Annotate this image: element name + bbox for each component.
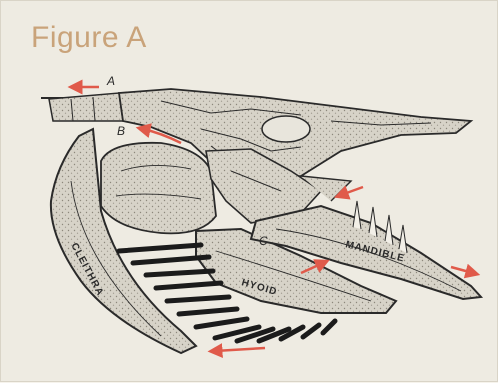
arrow-mandible bbox=[451, 267, 473, 273]
label-a: A bbox=[106, 74, 115, 88]
vertebral-column bbox=[41, 93, 131, 121]
operculum bbox=[101, 143, 216, 234]
arrow-bottom bbox=[215, 348, 265, 351]
label-c: C bbox=[259, 234, 268, 248]
label-b: B bbox=[117, 124, 125, 138]
